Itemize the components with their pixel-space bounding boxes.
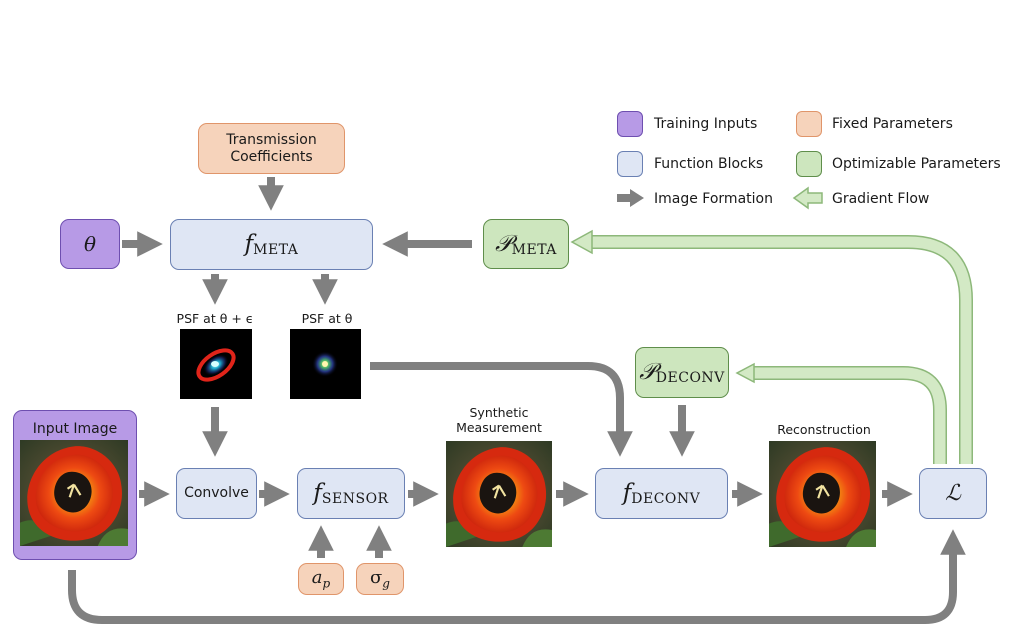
gradient-arrow-loss-to-pmeta [570, 229, 973, 464]
loss-block: ℒ [919, 468, 987, 519]
f-meta-block: fMETA [170, 219, 373, 270]
gradient-flow-legend-icon [792, 186, 823, 210]
f-sensor-sub: SENSOR [321, 491, 389, 507]
ap-parameter-block: ap [298, 563, 344, 595]
sigmag-sub: g [382, 576, 390, 591]
f-deconv-block: fDECONV [595, 468, 728, 519]
f-deconv-f: f [622, 480, 632, 506]
synthetic-measurement-caption: Synthetic Measurement [456, 405, 542, 435]
p-meta-p: 𝒫 [495, 230, 512, 257]
reconstruction-image [769, 441, 876, 547]
gradient-arrow-loss-to-pdeconv [735, 362, 947, 464]
p-deconv-sub: DECONV [655, 370, 725, 386]
ap-sub: p [322, 576, 331, 591]
psf-eps-caption: PSF at θ + ϵ [176, 311, 254, 326]
f-sensor-block: fSENSOR [297, 468, 405, 519]
convolve-block: Convolve [176, 468, 257, 519]
function-blocks-legend-label: Function Blocks [654, 156, 764, 172]
arrow-input-to-loss-bottom [68, 529, 966, 624]
ap-base: a [311, 567, 323, 589]
theta-symbol: θ [83, 232, 97, 256]
function-blocks-legend-swatch [617, 151, 643, 177]
reconstruction-caption: Reconstruction [777, 422, 871, 437]
f-sensor-f: f [313, 480, 322, 506]
f-deconv-sub: DECONV [631, 491, 701, 507]
p-deconv-block: 𝒫DECONV [635, 347, 729, 398]
optimizable-parameters-legend-label: Optimizable Parameters [832, 156, 1001, 172]
input-image-label: Input Image [32, 421, 118, 437]
f-meta-sub: META [253, 242, 299, 258]
theta-input-block: θ [60, 219, 120, 269]
training-inputs-legend-swatch [617, 111, 643, 137]
loss-symbol: ℒ [945, 481, 961, 506]
arrow-psf-to-fdeconv [370, 362, 633, 457]
transmission-coefficients-block: Transmission Coefficients [198, 123, 345, 174]
p-meta-sub: META [511, 241, 557, 258]
p-meta-block: 𝒫META [483, 219, 569, 269]
image-formation-legend-icon [617, 189, 644, 207]
synthetic-measurement-image [446, 441, 552, 547]
psf-image [290, 329, 361, 399]
input-image [20, 440, 128, 546]
p-deconv-p: 𝒫 [639, 359, 656, 385]
gradient-flow-legend-label: Gradient Flow [832, 191, 930, 207]
psf-eps-image [180, 329, 252, 399]
training-inputs-legend-label: Training Inputs [654, 116, 758, 132]
fixed-parameters-legend-swatch [796, 111, 822, 137]
image-formation-legend-label: Image Formation [654, 191, 773, 207]
optimizable-parameters-legend-swatch [796, 151, 822, 177]
psf-caption: PSF at θ [301, 311, 353, 326]
sigmag-base: σ [370, 567, 383, 589]
fixed-parameters-legend-label: Fixed Parameters [832, 116, 953, 132]
f-meta-f: f [244, 231, 254, 257]
sigmag-parameter-block: σg [356, 563, 404, 595]
